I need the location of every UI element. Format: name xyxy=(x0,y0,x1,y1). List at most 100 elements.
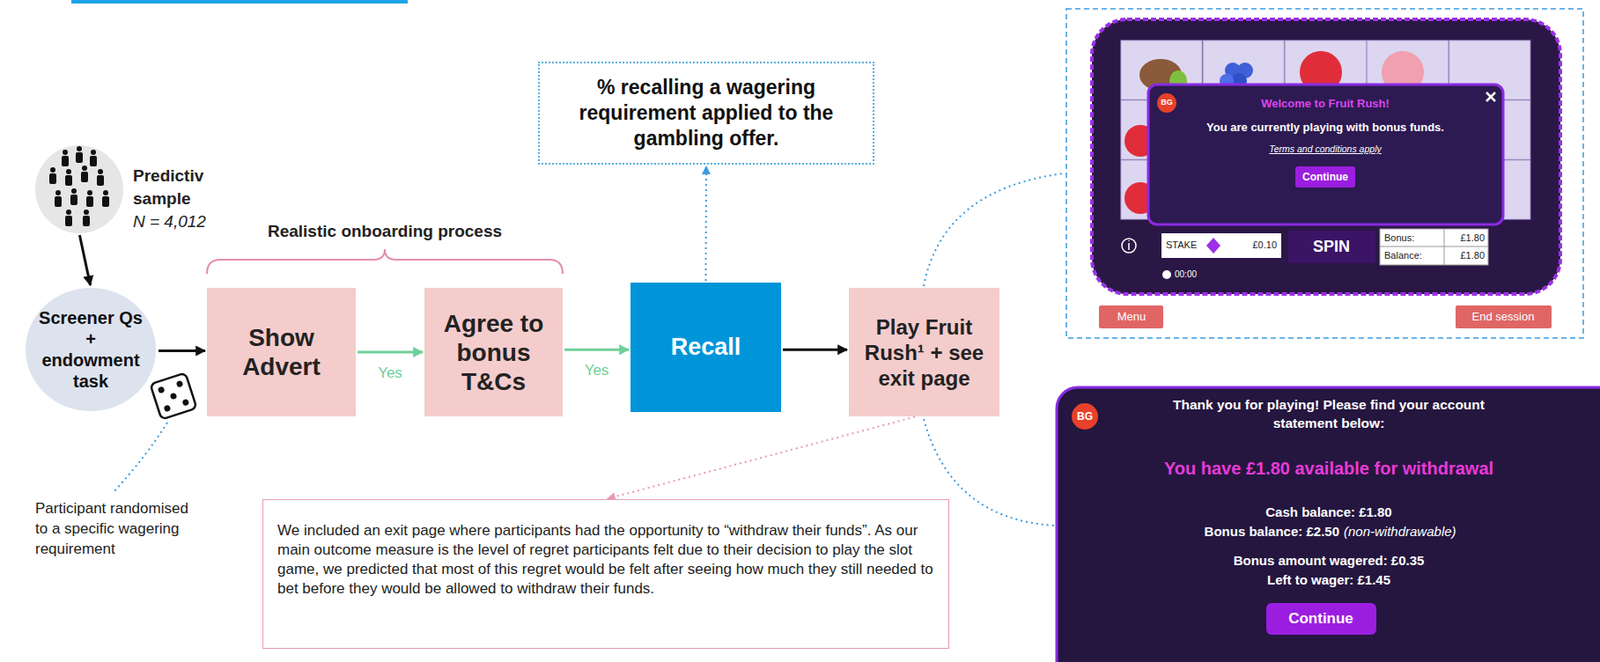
person-icon xyxy=(81,171,89,183)
outcome-callout: % recalling a wagering requirement appli… xyxy=(538,61,875,165)
stake-diamond xyxy=(1206,237,1221,254)
close-icon xyxy=(1486,92,1496,102)
stake-label: STAKE xyxy=(1165,239,1197,251)
flow-arrow xyxy=(705,166,708,281)
process-box: Show Advert xyxy=(206,287,356,417)
person-icon xyxy=(61,155,69,167)
popup-dialog xyxy=(1148,84,1504,225)
continue-button xyxy=(1266,603,1377,635)
person-icon xyxy=(87,190,93,196)
exit-heading: Thank you for playing! Please find your … xyxy=(1143,395,1514,433)
person-icon xyxy=(89,155,97,167)
node-text: Show Advert xyxy=(213,323,349,382)
note-box: We included an exit page where participa… xyxy=(262,499,950,649)
person-icon xyxy=(97,169,104,175)
table-cell: £1.80 xyxy=(1459,250,1485,261)
person-icon xyxy=(86,196,94,207)
continue-button xyxy=(1295,166,1356,188)
popup-text: You are currently playing with bonus fun… xyxy=(1206,120,1445,134)
person-icon xyxy=(82,215,90,227)
info-icon xyxy=(1128,240,1130,251)
statement-line: Bonus amount wagered: £0.35 xyxy=(1233,552,1425,568)
person-icon xyxy=(66,169,72,175)
person-icon xyxy=(50,167,56,173)
balance-table-rule xyxy=(1379,246,1489,248)
node-text: Screener Qs + endowment task xyxy=(36,307,145,392)
note-label: Participant randomised to a specific wag… xyxy=(35,498,194,560)
person-icon xyxy=(55,190,61,196)
button-text: End session xyxy=(1472,309,1535,324)
logo-text: BG xyxy=(1076,410,1093,423)
group-label: Realistic onboarding process xyxy=(267,221,502,242)
ellipse-outline xyxy=(24,287,157,413)
statement-note: (non-withdrawable) xyxy=(1343,523,1457,539)
table-cell: Bonus: xyxy=(1384,232,1415,244)
screenshot-leader xyxy=(923,173,1064,287)
flow-arrow xyxy=(782,348,848,352)
dice-icon xyxy=(150,373,198,421)
shape xyxy=(181,398,190,407)
info-icon xyxy=(1121,238,1136,253)
node-text: Recall xyxy=(670,333,742,362)
person-icon xyxy=(65,215,73,227)
person-icon xyxy=(71,188,77,194)
shape xyxy=(176,380,185,389)
popup-title: Welcome to Fruit Rush! xyxy=(1260,96,1390,111)
person-icon xyxy=(81,165,88,171)
person-icon xyxy=(66,209,72,215)
person-icon xyxy=(65,175,73,186)
popup-link: Terms and conditions apply xyxy=(1268,143,1381,155)
flow-arrow xyxy=(564,348,629,352)
person-icon xyxy=(103,190,109,196)
sample-group: Predictiv sampleN = 4,012 xyxy=(35,145,124,234)
stake-box xyxy=(1161,233,1282,259)
person-icon xyxy=(96,175,104,186)
balance-table-rule xyxy=(1444,228,1446,266)
sample-circle xyxy=(35,145,124,234)
bg-logo xyxy=(1157,93,1177,113)
person-icon xyxy=(75,152,83,163)
exit-highlight: You have £1.80 available for withdrawal xyxy=(1164,458,1494,480)
edge-label: Yes xyxy=(584,361,610,380)
dice-leader xyxy=(112,422,168,494)
statement-line: Bonus balance: £2.50 xyxy=(1204,523,1340,539)
person-icon xyxy=(70,194,78,206)
recall-box: Recall xyxy=(630,282,782,413)
person-icon xyxy=(62,149,68,155)
screener-ellipse: Screener Qs + endowment task xyxy=(24,287,157,413)
node-text: Agree to bonus T&Cs xyxy=(431,309,556,397)
bg-logo xyxy=(1071,403,1099,430)
person-icon xyxy=(54,196,62,207)
clock-icon xyxy=(1162,270,1172,280)
shape xyxy=(157,386,166,395)
button-text: Continue xyxy=(1302,170,1349,184)
edge-label: Yes xyxy=(377,364,403,383)
game-frame xyxy=(1091,19,1561,295)
table-cell: £1.80 xyxy=(1459,232,1485,244)
node-text: Play Fruit Rush¹ + see exit page xyxy=(855,314,993,391)
flow-arrow xyxy=(357,351,423,354)
flow-arrow xyxy=(158,349,206,353)
end-session-button xyxy=(1455,305,1552,329)
person-icon xyxy=(83,209,89,215)
person-icon xyxy=(76,146,82,152)
stake-value: £0.10 xyxy=(1252,239,1277,251)
shape xyxy=(150,373,198,421)
balance-table xyxy=(1379,228,1489,266)
statement-line: Cash balance: £1.80 xyxy=(1265,504,1392,520)
sample-name: Predictiv sample xyxy=(132,164,222,211)
table-cell: Balance: xyxy=(1384,250,1423,261)
logo-text: BG xyxy=(1160,97,1173,107)
sample-size: N = 4,012 xyxy=(132,210,222,234)
process-box: Play Fruit Rush¹ + see exit page xyxy=(848,287,1000,417)
person-icon xyxy=(102,196,110,207)
person-icon xyxy=(49,173,57,185)
person-icon xyxy=(90,149,96,155)
timer-text: 00:00 xyxy=(1174,269,1197,280)
node-text: We included an exit page where participa… xyxy=(277,521,935,599)
statement-line: Left to wager: £1.45 xyxy=(1267,572,1391,588)
people-icons xyxy=(49,146,110,227)
sample-heading: Predictiv sampleN = 4,012 xyxy=(132,164,222,234)
spin-button xyxy=(1288,230,1376,264)
